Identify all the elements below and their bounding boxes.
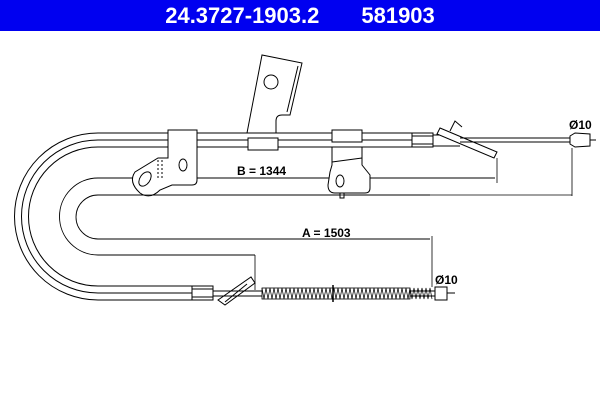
left-bracket xyxy=(131,129,198,197)
dimension-b-label: B = 1344 xyxy=(237,164,287,178)
middle-bracket xyxy=(327,129,371,199)
reference-number: 581903 xyxy=(361,2,435,28)
cable-diagram xyxy=(14,54,596,306)
spring-coil xyxy=(261,285,455,302)
top-diameter-label: Ø10 xyxy=(569,118,592,132)
upper-tab-bracket xyxy=(246,54,303,151)
cable-sheath xyxy=(14,132,420,301)
part-number: 24.3727-1903.2 xyxy=(165,2,320,28)
dimension-a-label: A = 1503 xyxy=(302,226,351,240)
bottom-end-fitting xyxy=(191,276,262,306)
title-bar: 24.3727-1903.2 581903 xyxy=(0,0,600,31)
top-end-fitting xyxy=(411,120,596,159)
inner-guide-loop xyxy=(59,177,495,256)
dimension-lines xyxy=(98,148,573,290)
bottom-diameter-label: Ø10 xyxy=(435,273,458,287)
